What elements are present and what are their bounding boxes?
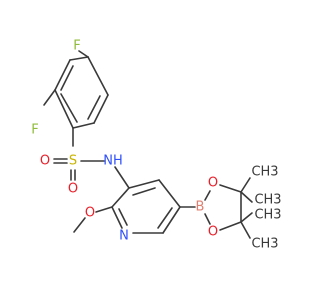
atom-boron: B (196, 200, 205, 215)
bond (78, 50, 89, 58)
bond (93, 94, 109, 124)
bond (114, 166, 130, 189)
atom-oxygen: O (85, 206, 95, 221)
bond (118, 208, 128, 226)
atom-nitrogen: N (119, 229, 129, 244)
atom-sulfur: S (69, 154, 77, 169)
atom-oxygen: O (40, 154, 50, 169)
bond (43, 89, 56, 106)
bond (95, 206, 113, 213)
bond (60, 65, 74, 91)
bond (54, 59, 71, 91)
methyl-group: CH3 (254, 193, 281, 208)
atom-oxygen: O (68, 182, 78, 197)
bond (111, 206, 123, 229)
atom-oxygen: O (208, 176, 218, 191)
methyl-group: CH3 (251, 165, 278, 180)
bond (73, 217, 86, 233)
bond (240, 177, 251, 193)
methyl-group: CH3 (254, 208, 281, 223)
bond (240, 191, 253, 203)
bond (87, 95, 101, 120)
bond (128, 179, 160, 189)
bond (54, 89, 74, 129)
bond (111, 187, 130, 208)
bond (240, 212, 253, 223)
bond (240, 221, 251, 239)
bonds (43, 50, 253, 239)
bond (87, 56, 109, 96)
bond (157, 207, 173, 229)
bond (219, 221, 242, 231)
bond (158, 179, 181, 208)
atom-fluorine: F (31, 123, 38, 138)
bond (162, 206, 181, 234)
bond (60, 93, 78, 123)
atom-labels: F F S O O NH O N B O O CH3 CH3 CH3 CH3 (31, 39, 281, 252)
bond (204, 190, 211, 201)
methyl-group: CH3 (251, 237, 278, 252)
bond (219, 184, 242, 193)
bond (204, 213, 211, 225)
atom-fluorine: F (73, 39, 80, 54)
atom-oxygen: O (208, 225, 218, 240)
atom-nitrogen: NH (103, 154, 123, 169)
bond (132, 187, 156, 196)
bond (72, 122, 95, 129)
molecule-structure: F F S O O NH O N B O O CH3 CH3 CH3 CH3 (31, 39, 281, 252)
bond (69, 56, 89, 61)
